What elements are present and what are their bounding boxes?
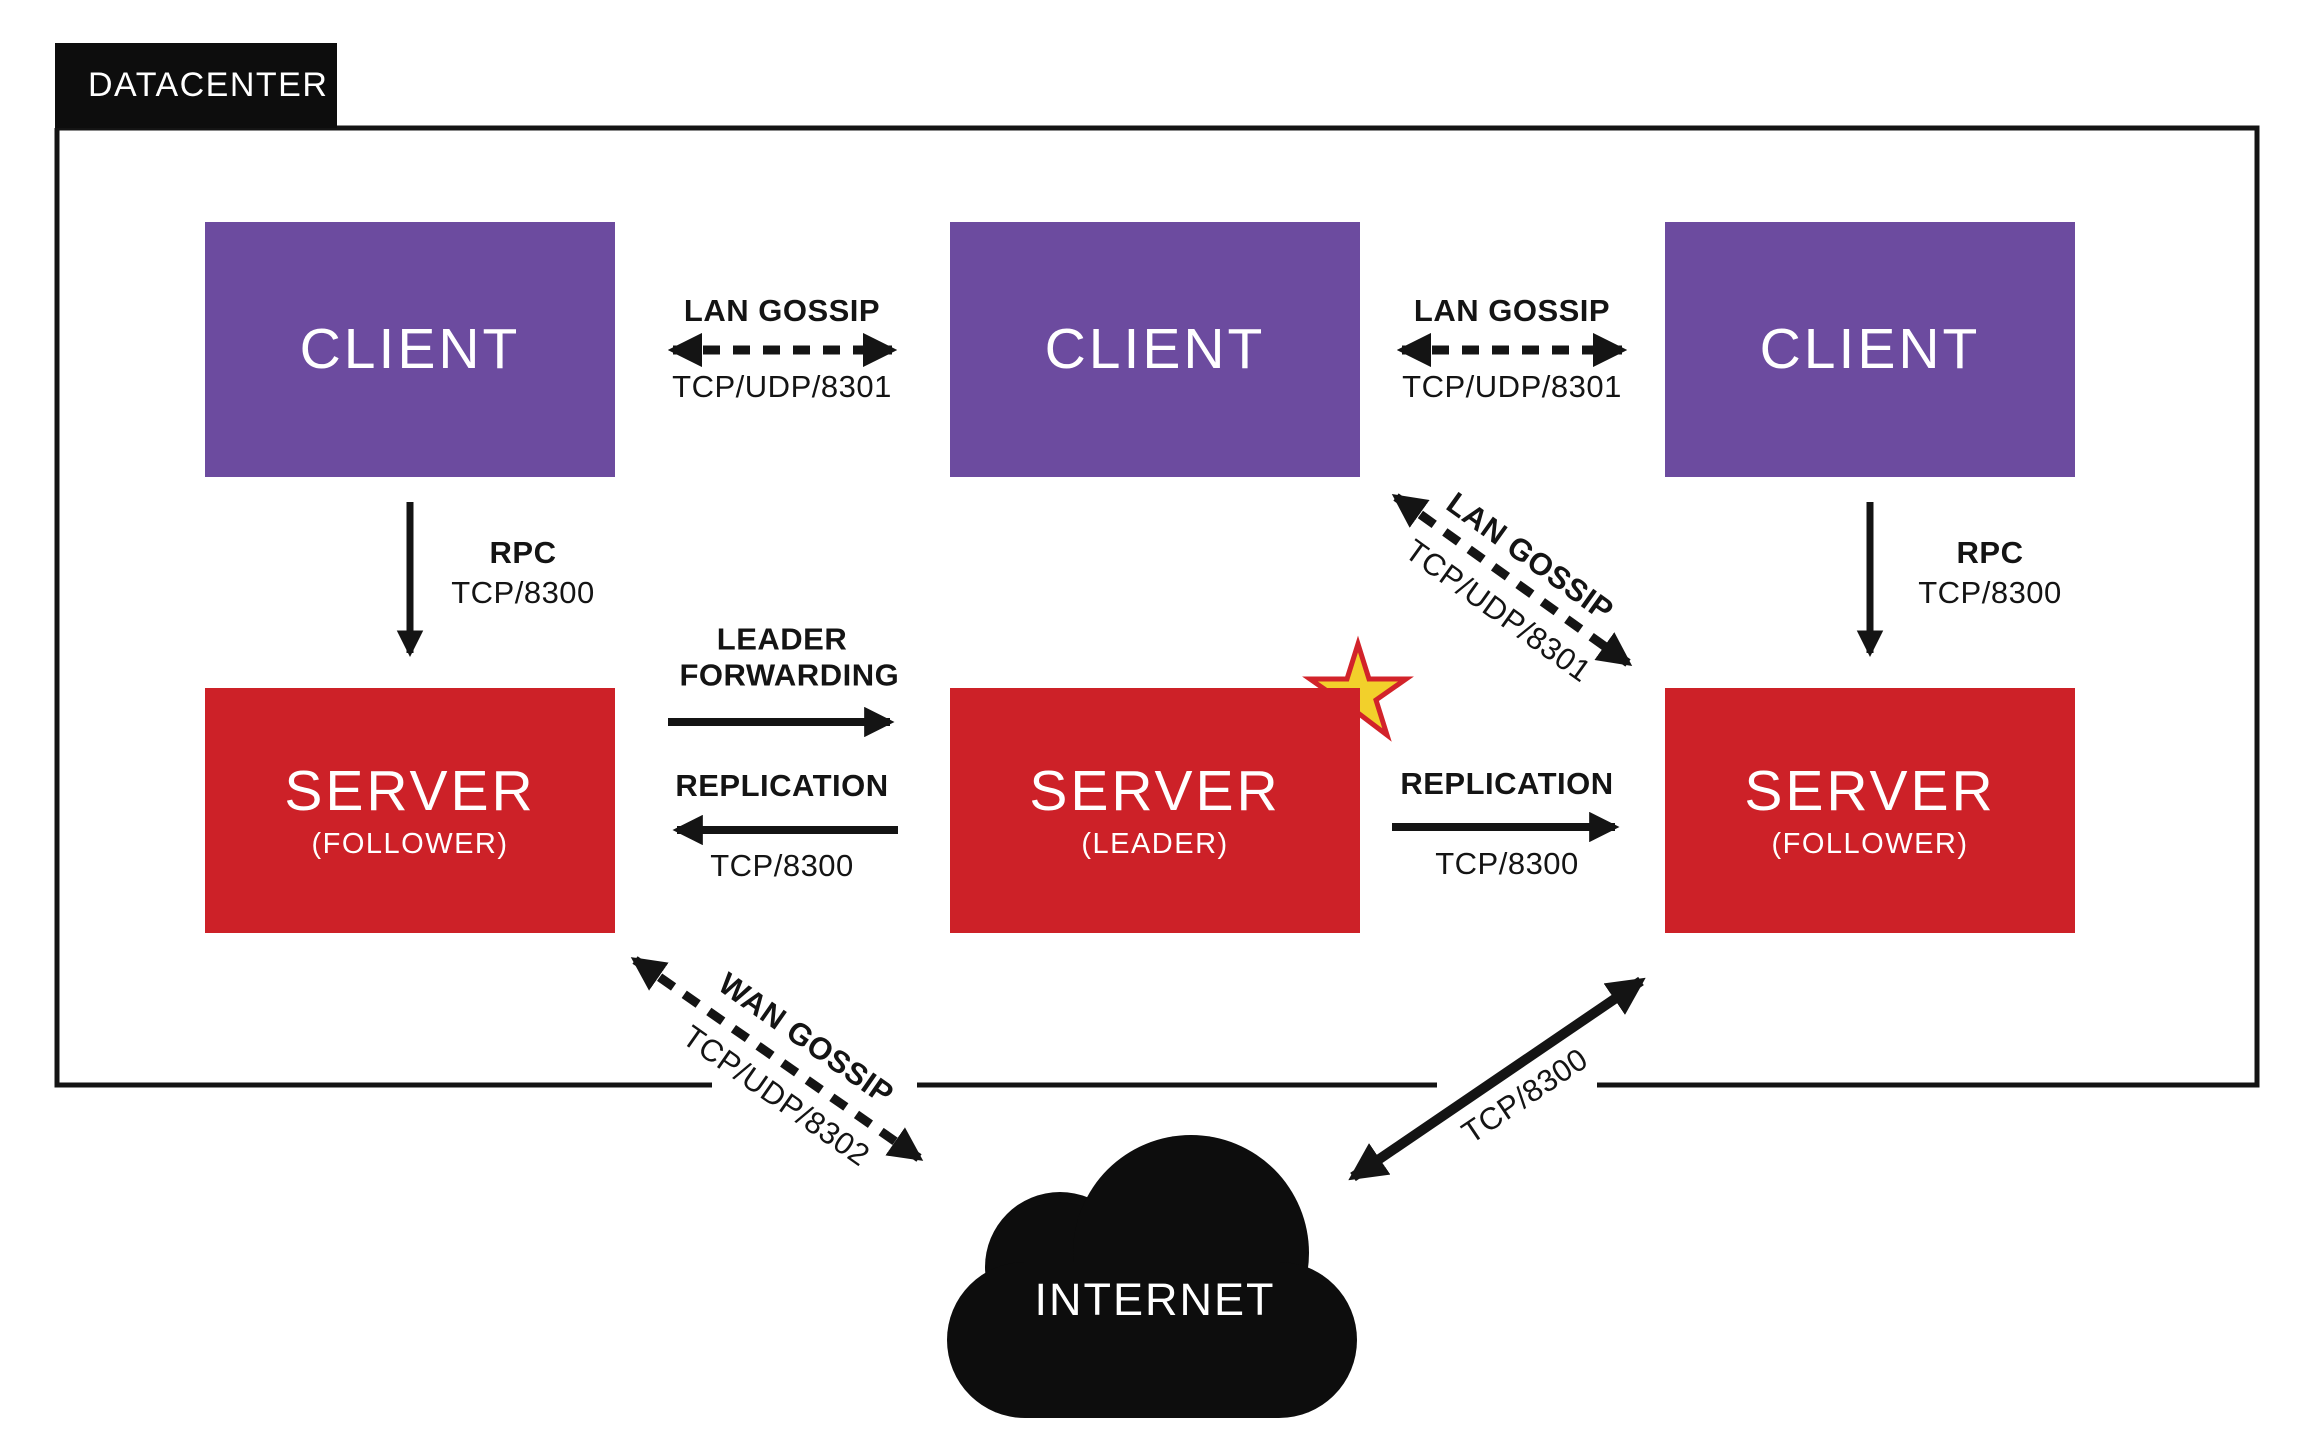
lan-gossip-right-label: LAN GOSSIP: [1413, 293, 1611, 329]
leader-forwarding-label: LEADER FORWARDING: [679, 621, 900, 692]
replication-to-right-label: REPLICATION: [1400, 766, 1614, 802]
client-left-label: CLIENT: [299, 317, 521, 381]
server-middle-role: (LEADER): [1081, 827, 1229, 860]
lan-gossip-left-protocol: TCP/UDP/8301: [672, 369, 892, 405]
server-box-right: SERVER (FOLLOWER): [1665, 688, 2075, 933]
client-right-label: CLIENT: [1759, 317, 1981, 381]
rpc-right-protocol: TCP/8300: [1918, 575, 2062, 611]
lan-gossip-left-label: LAN GOSSIP: [683, 293, 881, 329]
internet-link-arrow: [1348, 976, 1646, 1182]
rpc-left-protocol: TCP/8300: [451, 575, 595, 611]
client-box-left: CLIENT: [205, 222, 615, 477]
server-left-label: SERVER: [284, 758, 536, 823]
rpc-right-label: RPC: [1956, 535, 2024, 571]
client-box-right: CLIENT: [1665, 222, 2075, 477]
rpc-left-label: RPC: [489, 535, 557, 571]
server-middle-label: SERVER: [1029, 758, 1281, 823]
datacenter-label-text: DATACENTER: [88, 66, 329, 104]
internet-label: INTERNET: [1034, 1274, 1276, 1325]
server-right-role: (FOLLOWER): [1771, 827, 1969, 860]
server-right-label: SERVER: [1744, 758, 1996, 823]
replication-to-left-label: REPLICATION: [675, 768, 889, 804]
replication-to-left-protocol: TCP/8300: [710, 848, 854, 884]
server-left-role: (FOLLOWER): [311, 827, 509, 860]
replication-to-right-protocol: TCP/8300: [1435, 846, 1579, 882]
client-middle-label: CLIENT: [1044, 317, 1266, 381]
lan-gossip-right-protocol: TCP/UDP/8301: [1402, 369, 1622, 405]
arrows: [396, 332, 1884, 1182]
internet-cloud-icon: [947, 1135, 1357, 1418]
client-box-middle: CLIENT: [950, 222, 1360, 477]
server-box-middle: SERVER (LEADER): [950, 688, 1360, 933]
datacenter-label: DATACENTER: [55, 43, 337, 128]
wan-gossip-arrow: [630, 956, 924, 1162]
server-box-left: SERVER (FOLLOWER): [205, 688, 615, 933]
